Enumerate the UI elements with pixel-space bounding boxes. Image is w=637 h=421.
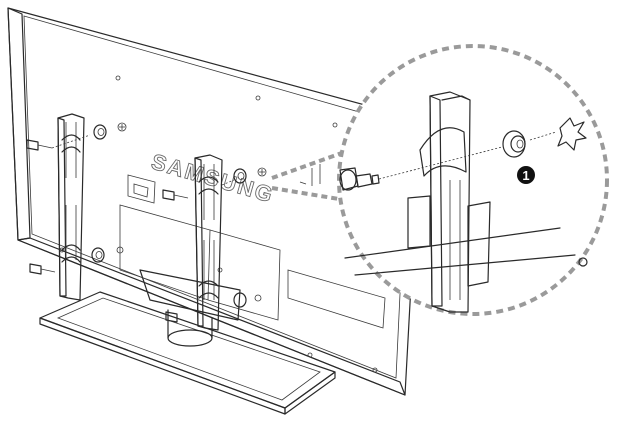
rubber-cap-icon [233,292,247,308]
panel-fasteners [26,122,267,323]
zoom-circle [337,44,609,316]
screw-hole-icon [257,167,267,177]
screw-hole-icon [557,117,587,151]
rubber-cap-icon [233,168,247,184]
screw-icon [162,189,189,201]
screw-icon [26,139,53,151]
screw-icon [165,311,178,323]
zoom-callout: 1 [271,44,609,316]
stand-bracket-left [57,113,85,301]
zoomed-bracket [407,91,491,313]
rubber-cap-icon [91,247,105,263]
callout-marker: 1 [517,166,535,184]
side-port [287,269,386,329]
stand-base [39,269,336,415]
stand-neck [139,269,241,321]
screw-icon [29,263,56,275]
screw-icon [339,167,380,191]
connector-box [127,174,156,204]
screw-hole-icon [117,122,127,132]
rubber-cap-icon [93,124,107,140]
stand-neck-foot [167,329,213,347]
callout-number: 1 [522,168,529,183]
rubber-cap-icon [502,130,526,158]
stand-bracket-center [194,154,223,331]
